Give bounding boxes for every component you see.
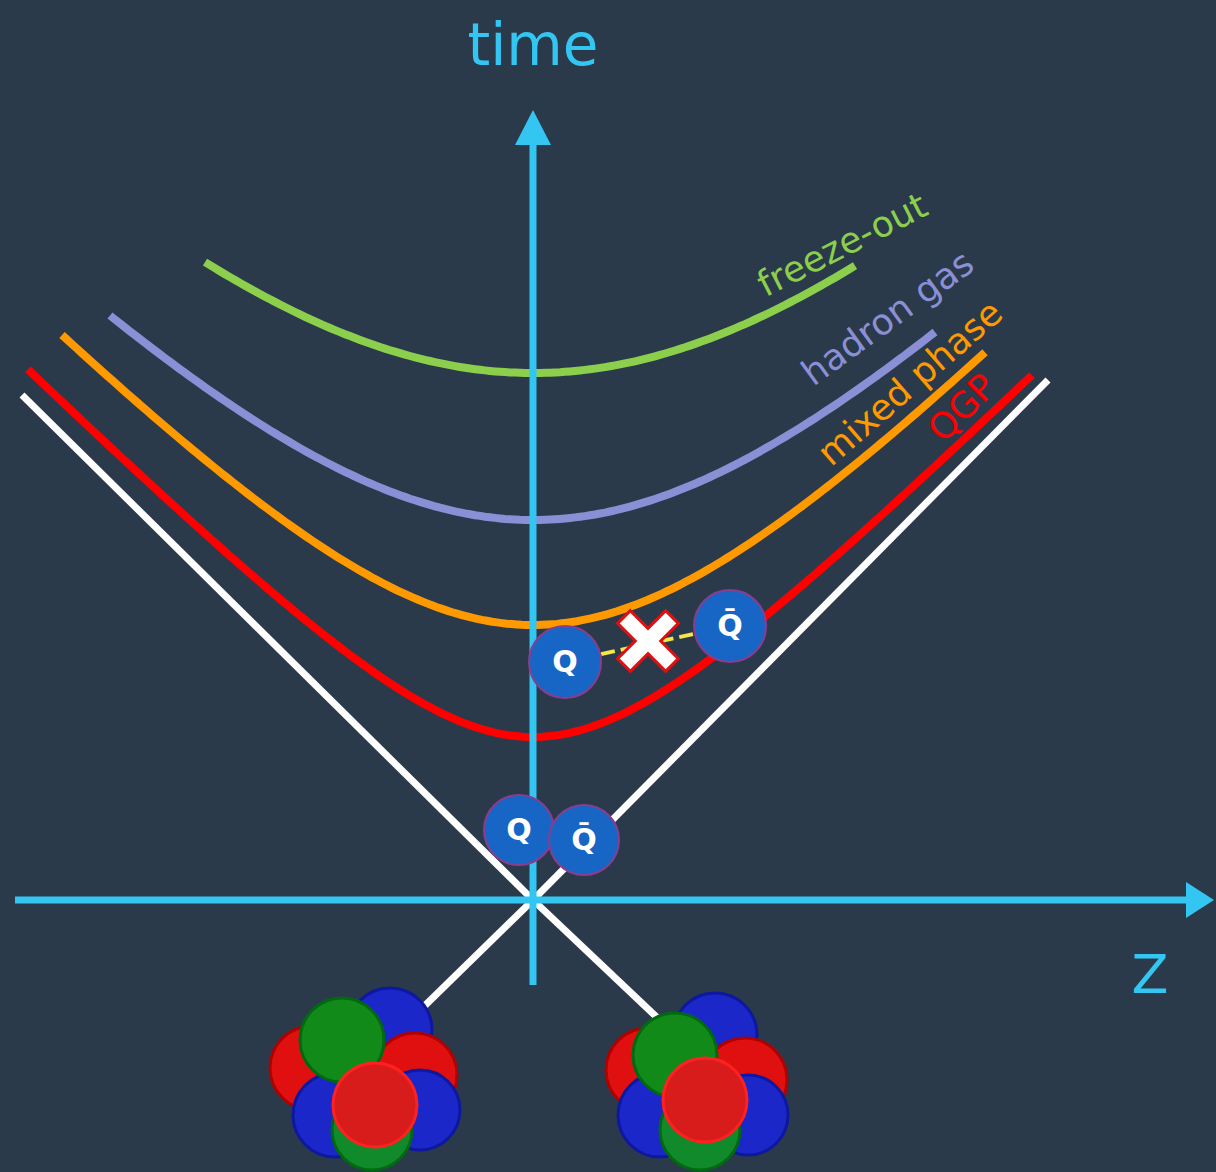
quark-label: Q xyxy=(506,815,532,845)
axis-title: Z xyxy=(1132,948,1169,1002)
axis-title: time xyxy=(467,16,598,74)
axis-arrowhead xyxy=(1186,882,1214,918)
quark-circle: Q xyxy=(528,625,602,699)
nucleus-right xyxy=(606,993,788,1170)
quark-circle: Q̄ xyxy=(548,804,620,876)
nucleus-left xyxy=(270,988,460,1170)
z-axis xyxy=(15,897,1190,904)
nucleus-track xyxy=(533,900,665,1025)
quark-label: Q̄ xyxy=(717,611,743,641)
cross-symbol xyxy=(600,593,696,689)
light-cone xyxy=(22,395,533,900)
quark-circle: Q xyxy=(483,794,555,866)
quark-label: Q̄ xyxy=(571,825,597,855)
dissociation-cross xyxy=(600,593,696,689)
phase-curve xyxy=(62,335,985,625)
quark-label: Q xyxy=(552,647,578,677)
light-cone xyxy=(533,380,1048,900)
axis-arrowhead xyxy=(515,110,551,145)
phase-curve xyxy=(110,316,935,521)
quark-circle: Q̄ xyxy=(693,589,767,663)
